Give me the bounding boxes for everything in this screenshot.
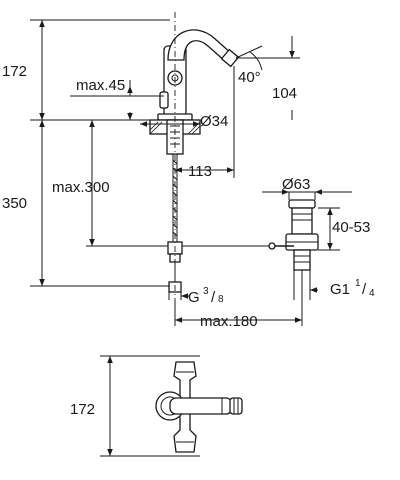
label-thread-g114: G1 1 / 4 <box>330 278 375 299</box>
g114-base: G1 <box>330 281 350 298</box>
supply-hose <box>160 154 280 293</box>
label-dist-113: 113 <box>188 163 212 180</box>
g38-numerator: 3 <box>203 286 209 297</box>
dimension-lines <box>30 12 352 326</box>
label-height-total: 350 <box>2 195 27 212</box>
label-angle: 40° <box>238 69 261 86</box>
label-thread-g38: G 3 / 8 <box>188 286 224 306</box>
faucet-plan-view <box>100 355 243 457</box>
label-max-180: max.180 <box>200 313 258 330</box>
label-dia-34: Ø34 <box>200 113 228 130</box>
g114-slash: / <box>362 281 367 298</box>
g38-denominator: 8 <box>218 294 224 305</box>
label-reach-104: 104 <box>272 85 297 102</box>
label-dia-63: Ø63 <box>282 176 310 193</box>
g38-base: G <box>188 289 200 306</box>
label-max-300: max.300 <box>52 179 110 196</box>
label-max-45: max.45 <box>76 77 125 94</box>
faucet-elevation <box>157 29 240 121</box>
g114-numerator: 1 <box>355 278 361 289</box>
g114-denominator: 4 <box>369 288 375 299</box>
label-height-top: 172 <box>2 63 27 80</box>
g38-slash: / <box>211 289 216 306</box>
label-plan-172: 172 <box>70 401 95 418</box>
label-range-40-53: 40-53 <box>332 219 370 236</box>
pop-up-waste <box>268 199 319 271</box>
